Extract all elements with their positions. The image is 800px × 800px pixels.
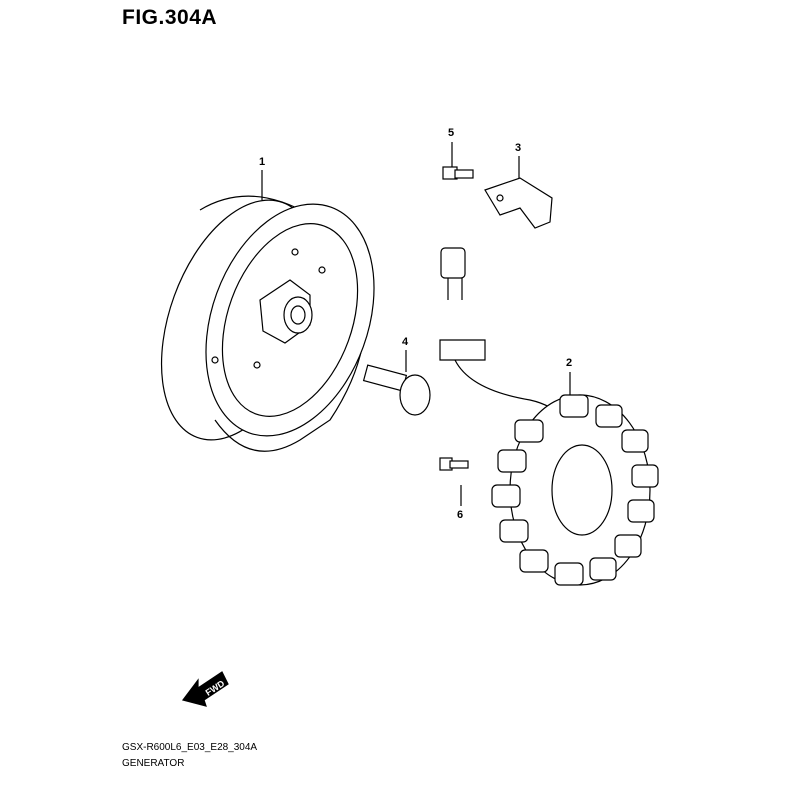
rotor-flywheel [160, 195, 375, 452]
callout-4: 4 [402, 336, 409, 348]
screw-6 [439, 457, 469, 471]
callout-6: 6 [457, 509, 464, 521]
stator [439, 247, 659, 586]
callout-1: 1 [259, 156, 266, 168]
clamp-3 [484, 177, 553, 229]
bolt-4 [362, 364, 431, 416]
model-code: GSX-R600L6_E03_E28_304A [122, 742, 258, 753]
callout-3: 3 [515, 142, 522, 154]
callout-2: 2 [566, 357, 573, 369]
section-name: GENERATOR [122, 758, 185, 769]
callout-5: 5 [448, 127, 455, 139]
figure-title: FIG.304A [122, 6, 218, 29]
fwd-arrow-icon: FWD [181, 671, 229, 707]
screw-5 [442, 166, 474, 180]
